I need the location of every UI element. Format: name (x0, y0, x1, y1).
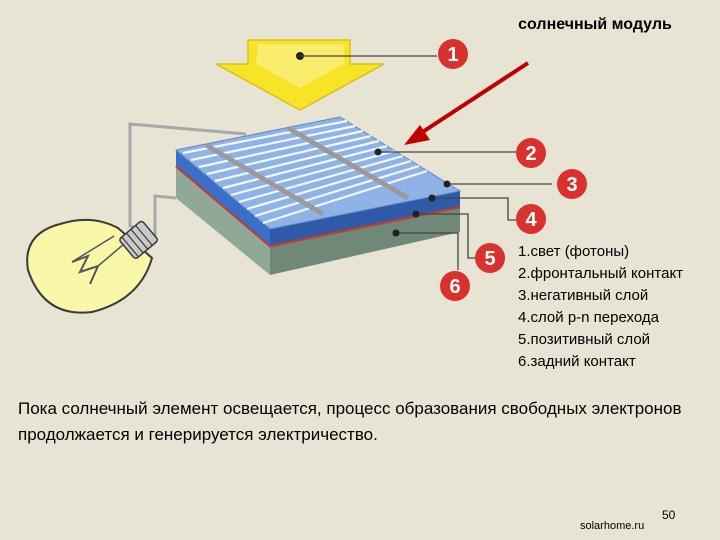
svg-text:3: 3 (566, 174, 577, 196)
legend-item: 6.задний контакт (518, 353, 636, 370)
legend-item: 3.негативный слой (518, 287, 649, 304)
light-bulb-icon (26, 218, 158, 314)
svg-text:6: 6 (449, 276, 460, 298)
red-arrow-icon (404, 61, 530, 145)
legend-item: 1.свет (фотоны) (518, 243, 630, 260)
marker-6: 6 (440, 271, 470, 301)
leader-line-5 (416, 213, 476, 259)
legend-item: 4.слой p-n перехода (518, 309, 659, 326)
solar-cell (174, 116, 462, 275)
page-title: солнечный модуль (518, 16, 672, 33)
marker-2: 2 (516, 138, 546, 168)
marker-4: 4 (516, 204, 546, 234)
svg-text:1: 1 (447, 44, 458, 66)
svg-text:2: 2 (525, 143, 536, 165)
leader-line-4 (432, 197, 516, 221)
marker-1: 1 (438, 39, 468, 69)
legend-item: 2.фронтальный контакт (518, 265, 684, 282)
marker-3: 3 (557, 169, 587, 199)
legend-item: 5.позитивный слой (518, 331, 651, 348)
svg-text:5: 5 (484, 248, 495, 270)
caption-text: Пока солнечный элемент освещается, проце… (18, 399, 682, 444)
page-number: 50 (662, 508, 676, 522)
leader-line-6 (396, 232, 459, 270)
source-label: solarhome.ru (580, 520, 645, 532)
marker-5: 5 (475, 243, 505, 273)
wire-back-contact (153, 194, 177, 236)
light-arrow-icon (215, 39, 385, 111)
legend: 1.свет (фотоны) 2.фронтальный контакт 3.… (518, 241, 683, 373)
svg-text:4: 4 (525, 209, 537, 231)
